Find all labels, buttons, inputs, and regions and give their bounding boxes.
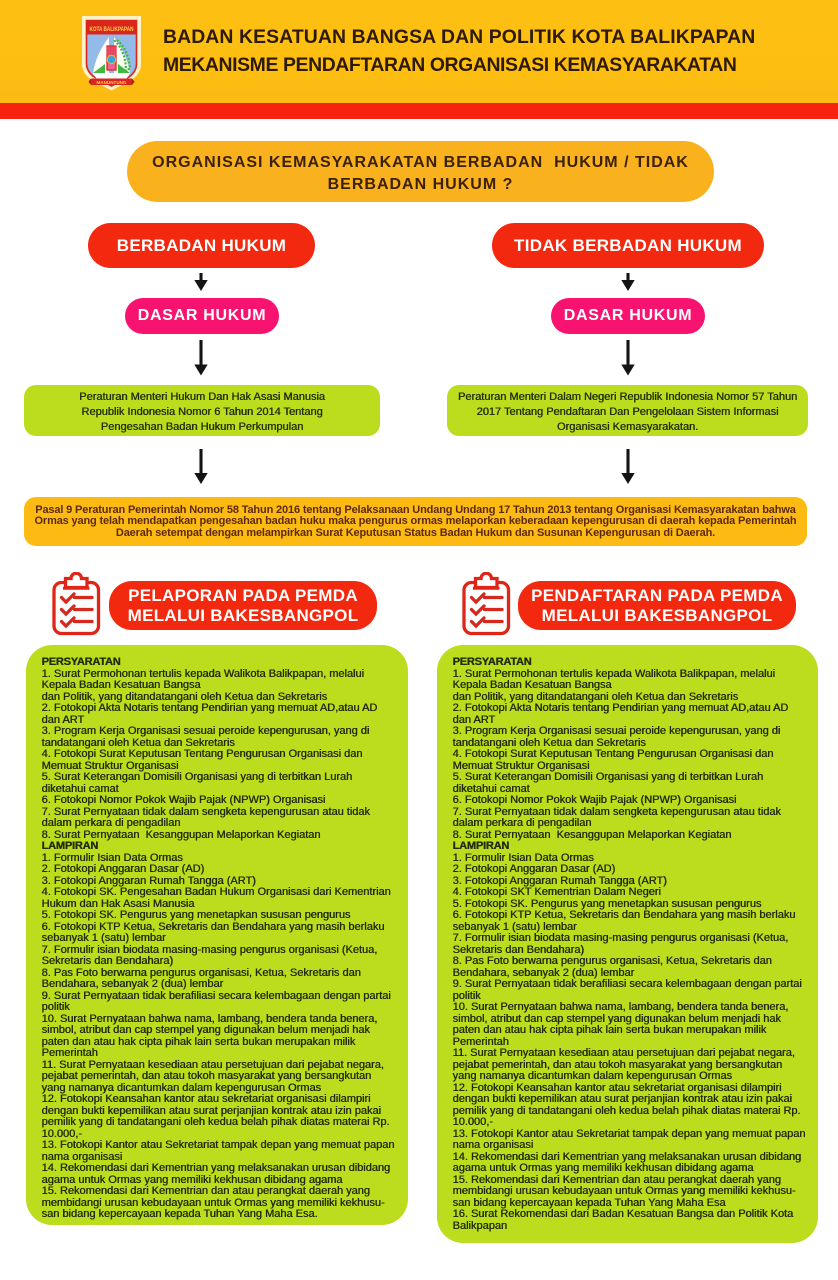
svg-text:KOTA BALIKPAPAN: KOTA BALIKPAPAN [90, 26, 134, 33]
svg-text:MANUNTUNG: MANUNTUNG [97, 80, 127, 85]
